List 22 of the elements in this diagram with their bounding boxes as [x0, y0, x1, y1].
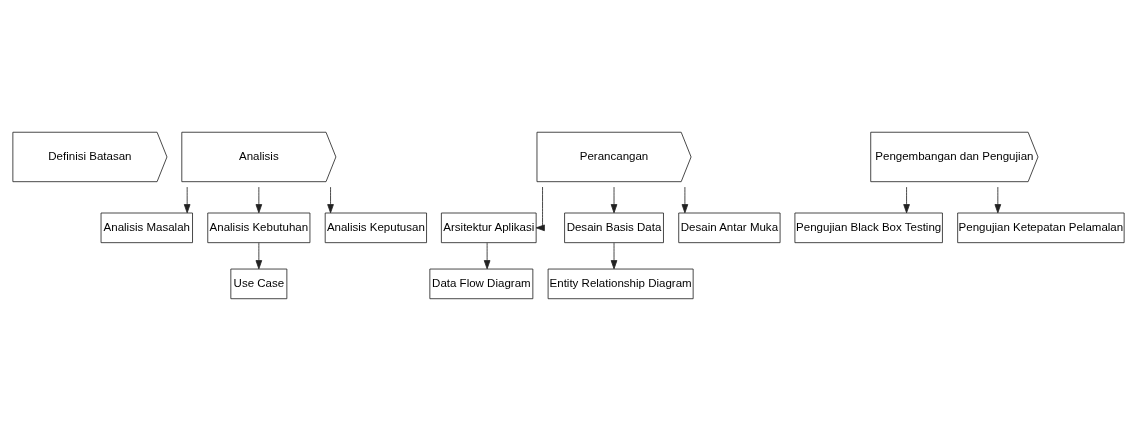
arrow	[994, 186, 1002, 213]
node-box: Analisis Masalah	[100, 212, 193, 243]
node-box: Arsitektur Aplikasi	[440, 212, 537, 243]
node-box: Pengujian Black Box Testing	[794, 212, 943, 243]
node-box: Desain Basis Data	[564, 212, 664, 243]
node-box: Entity Relationship Diagram	[547, 268, 694, 299]
arrow	[255, 186, 263, 213]
arrow	[483, 241, 491, 269]
node-box: Analisis Keputusan	[324, 212, 427, 243]
node-box: Desain Antar Muka	[678, 212, 781, 243]
node-box: Analisis Kebutuhan	[207, 212, 311, 243]
arrow	[535, 186, 545, 231]
arrow	[681, 186, 689, 213]
arrow	[610, 241, 618, 269]
arrow	[610, 186, 618, 213]
node-box: Pengujian Ketepatan Pelamalan	[957, 212, 1125, 243]
arrow	[903, 186, 910, 213]
node-box: Use Case	[230, 268, 288, 299]
arrow	[183, 186, 191, 213]
arrow	[255, 241, 263, 269]
arrow	[327, 186, 334, 213]
node-box: Data Flow Diagram	[429, 268, 534, 299]
